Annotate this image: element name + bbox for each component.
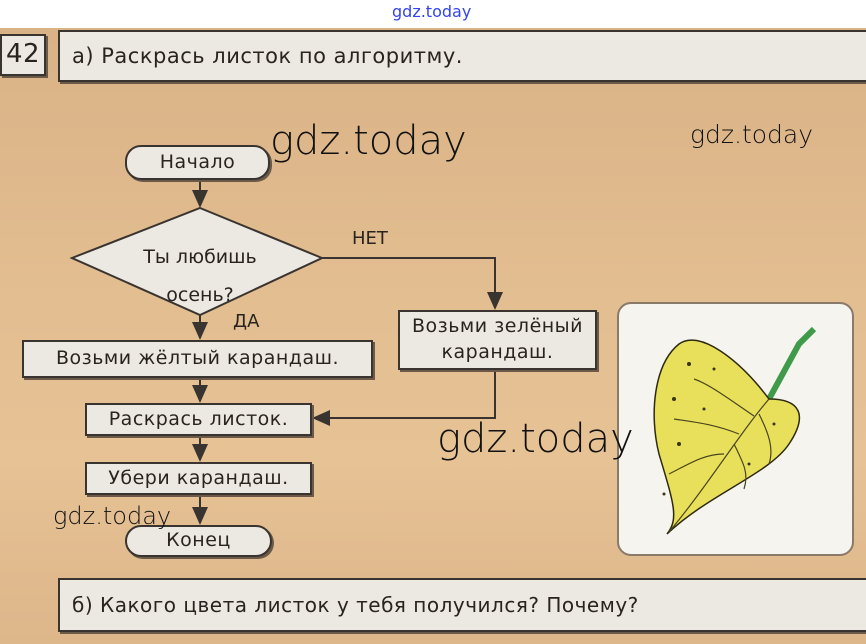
no-action-line1: Возьми зелёный (411, 315, 584, 338)
leaf-card (617, 302, 854, 556)
color-step-box: Раскрась листок. (85, 403, 312, 436)
watermark: gdz.today (437, 416, 634, 462)
start-node: Начало (125, 145, 270, 180)
decision-line2: осень? (166, 284, 234, 306)
top-watermark: gdz.today (392, 2, 472, 21)
leaf-spots (662, 362, 776, 496)
task-a-header: а) Раскрась листок по алгоритму. (58, 30, 866, 82)
watermark: gdz.today (690, 120, 814, 149)
task-b-text: б) Какого цвета листок у тебя получился?… (72, 592, 639, 617)
remove-step-box: Убери карандаш. (85, 462, 312, 495)
watermark: gdz.today (53, 502, 172, 530)
decision-text: Ты любишь осень? (100, 238, 300, 314)
no-label: НЕТ (352, 228, 388, 249)
task-a-text: а) Раскрась листок по алгоритму. (72, 43, 463, 68)
leaf-blade (653, 339, 800, 535)
task-number: 42 (0, 34, 46, 76)
end-node: Конец (125, 525, 272, 557)
arrow-green-color (312, 370, 496, 426)
decision-line1: Ты любишь (143, 246, 257, 268)
yes-label: ДА (233, 311, 260, 332)
task-b-box: б) Какого цвета листок у тебя получился?… (58, 578, 866, 632)
watermark: gdz.today (270, 118, 467, 164)
leaf-stem (766, 326, 817, 401)
leaf-illustration (653, 326, 817, 535)
arrow-no-branch (322, 257, 503, 310)
yes-action-box: Возьми жёлтый карандаш. (22, 340, 373, 378)
leaf-veins (668, 378, 772, 533)
no-action-box: Возьми зелёный карандаш. (398, 310, 597, 370)
no-action-line2: карандаш. (441, 341, 554, 363)
